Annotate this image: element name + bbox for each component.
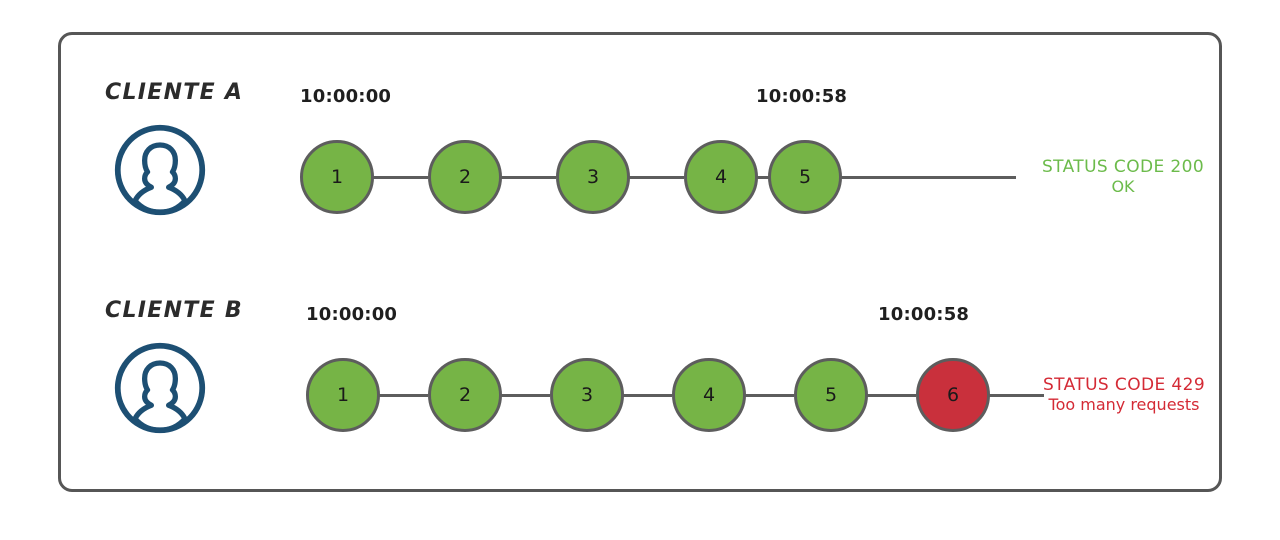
user-avatar-icon-b bbox=[112, 340, 208, 436]
connector-b-status bbox=[988, 394, 1044, 397]
status-a-code: STATUS CODE 200 bbox=[1041, 157, 1205, 177]
status-badge-a: STATUS CODE 200 OK bbox=[1028, 157, 1218, 196]
request-node-b-2[interactable]: 2 bbox=[428, 358, 502, 432]
request-node-a-1[interactable]: 1 bbox=[300, 140, 374, 214]
timestamp-a-start: 10:00:00 bbox=[300, 86, 392, 107]
user-avatar-icon-a bbox=[112, 122, 208, 218]
request-node-a-5[interactable]: 5 bbox=[768, 140, 842, 214]
status-b-message: Too many requests bbox=[1048, 394, 1200, 414]
status-badge-b: STATUS CODE 429 Too many requests bbox=[1024, 375, 1224, 414]
connector-a-2 bbox=[500, 176, 556, 179]
request-node-b-4[interactable]: 4 bbox=[672, 358, 746, 432]
connector-b-2 bbox=[500, 394, 550, 397]
request-node-a-2[interactable]: 2 bbox=[428, 140, 502, 214]
status-a-message: OK bbox=[1111, 176, 1135, 196]
connector-a-1 bbox=[372, 176, 428, 179]
request-node-b-6[interactable]: 6 bbox=[916, 358, 990, 432]
request-node-b-3[interactable]: 3 bbox=[550, 358, 624, 432]
connector-b-3 bbox=[622, 394, 672, 397]
request-node-a-3[interactable]: 3 bbox=[556, 140, 630, 214]
request-node-b-5[interactable]: 5 bbox=[794, 358, 868, 432]
client-label-a: CLIENTE A bbox=[105, 80, 244, 105]
connector-b-4 bbox=[744, 394, 794, 397]
connector-a-status bbox=[840, 176, 1016, 179]
status-b-code: STATUS CODE 429 bbox=[1042, 375, 1206, 395]
connector-b-1 bbox=[378, 394, 428, 397]
timestamp-a-end: 10:00:58 bbox=[756, 86, 848, 107]
request-node-a-4[interactable]: 4 bbox=[684, 140, 758, 214]
client-label-b: CLIENTE B bbox=[105, 298, 243, 323]
diagram-frame bbox=[58, 32, 1222, 492]
timestamp-b-end: 10:00:58 bbox=[878, 304, 970, 325]
connector-a-3 bbox=[628, 176, 684, 179]
timestamp-b-start: 10:00:00 bbox=[306, 304, 398, 325]
connector-b-5 bbox=[866, 394, 916, 397]
request-node-b-1[interactable]: 1 bbox=[306, 358, 380, 432]
